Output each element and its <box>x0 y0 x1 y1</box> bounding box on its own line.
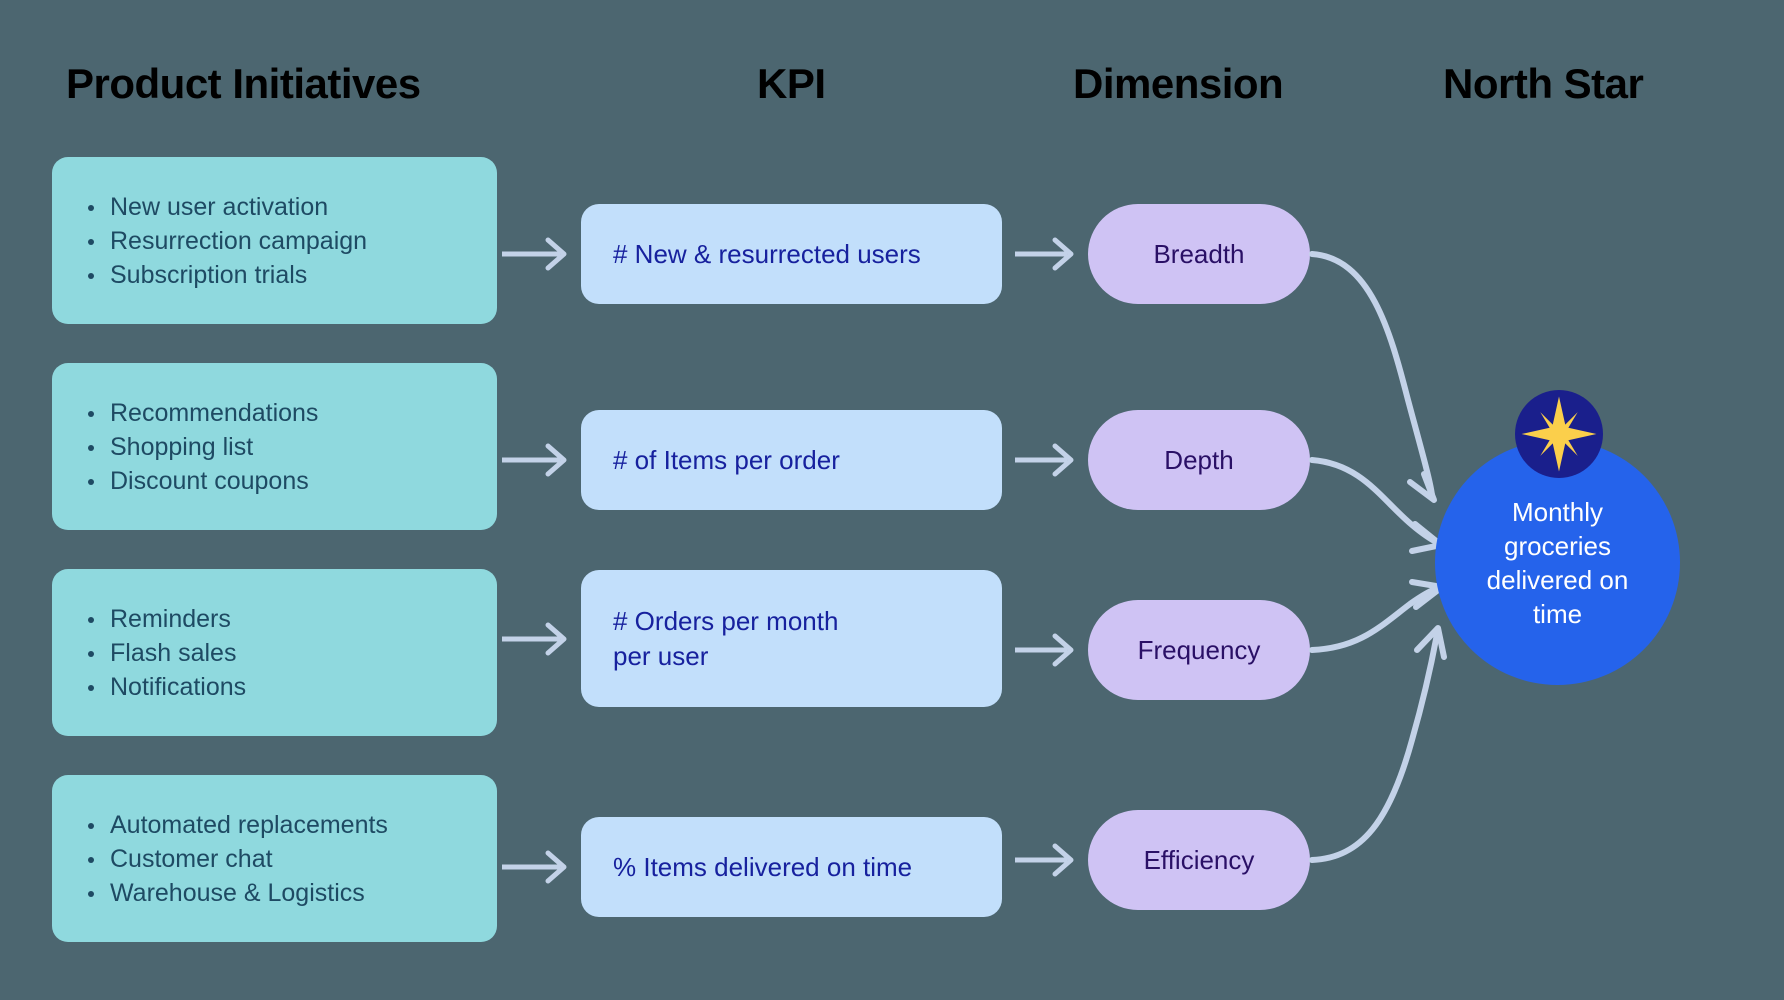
initiative-list: Recommendations Shopping list Discount c… <box>80 396 471 498</box>
list-item: Discount coupons <box>80 464 471 498</box>
column-header-north-star: North Star <box>1443 60 1644 107</box>
list-item: Shopping list <box>80 430 471 464</box>
kpi-card: # New & resurrected users <box>581 204 1002 304</box>
kpi-label: # New & resurrected users <box>613 238 921 269</box>
arrow-right-icon <box>502 443 567 477</box>
initiative-list: Reminders Flash sales Notifications <box>80 602 471 704</box>
arrow-right-icon <box>1015 237 1074 271</box>
list-item: Customer chat <box>80 842 471 876</box>
initiative-list: Automated replacements Customer chat War… <box>80 808 471 910</box>
arrow-right-icon <box>502 237 567 271</box>
arrow-right-icon <box>502 850 567 884</box>
list-item: Reminders <box>80 602 471 636</box>
curved-arrow-icon <box>1309 579 1445 653</box>
curved-arrow-icon <box>1309 251 1437 503</box>
dimension-label: Frequency <box>1137 634 1261 665</box>
list-item: Automated replacements <box>80 808 471 842</box>
kpi-card: % Items delivered on time <box>581 817 1002 917</box>
list-item: Notifications <box>80 670 471 704</box>
dimension-label: Efficiency <box>1143 844 1255 875</box>
north-star-label: Monthly groceries delivered on time <box>1486 496 1629 629</box>
dimension-pill: Frequency <box>1088 600 1310 700</box>
dimension-pill: Breadth <box>1088 204 1310 304</box>
column-header-product-initiatives: Product Initiatives <box>66 60 421 107</box>
list-item: Subscription trials <box>80 258 471 292</box>
dimension-pill: Efficiency <box>1088 810 1310 910</box>
curved-arrow-icon <box>1309 625 1447 863</box>
arrow-right-icon <box>502 622 567 656</box>
column-header-dimension: Dimension <box>1073 60 1284 107</box>
north-star-badge <box>1515 390 1603 478</box>
initiative-card: New user activation Resurrection campaig… <box>52 157 497 324</box>
kpi-label: % Items delivered on time <box>613 851 913 882</box>
initiative-list: New user activation Resurrection campaig… <box>80 190 471 292</box>
list-item: Resurrection campaign <box>80 224 471 258</box>
column-header-kpi: KPI <box>757 60 826 107</box>
initiative-card: Automated replacements Customer chat War… <box>52 775 497 942</box>
list-item: Flash sales <box>80 636 471 670</box>
north-star-goal: Monthly groceries delivered on time <box>1435 390 1685 685</box>
arrow-right-icon <box>1015 443 1074 477</box>
kpi-label: # of Items per order <box>613 444 840 475</box>
list-item: Warehouse & Logistics <box>80 876 471 910</box>
dimension-pill: Depth <box>1088 410 1310 510</box>
eight-point-star-icon <box>1521 396 1597 472</box>
kpi-card: # Orders per month per user <box>581 570 1002 707</box>
list-item: New user activation <box>80 190 471 224</box>
dimension-label: Breadth <box>1153 238 1245 269</box>
kpi-card: # of Items per order <box>581 410 1002 510</box>
dimension-label: Depth <box>1164 444 1234 475</box>
arrow-right-icon <box>1015 843 1074 877</box>
initiative-card: Reminders Flash sales Notifications <box>52 569 497 736</box>
kpi-label: # Orders per month per user <box>613 605 839 671</box>
initiative-card: Recommendations Shopping list Discount c… <box>52 363 497 530</box>
north-star-circle: Monthly groceries delivered on time <box>1435 440 1680 685</box>
list-item: Recommendations <box>80 396 471 430</box>
arrow-right-icon <box>1015 633 1074 667</box>
